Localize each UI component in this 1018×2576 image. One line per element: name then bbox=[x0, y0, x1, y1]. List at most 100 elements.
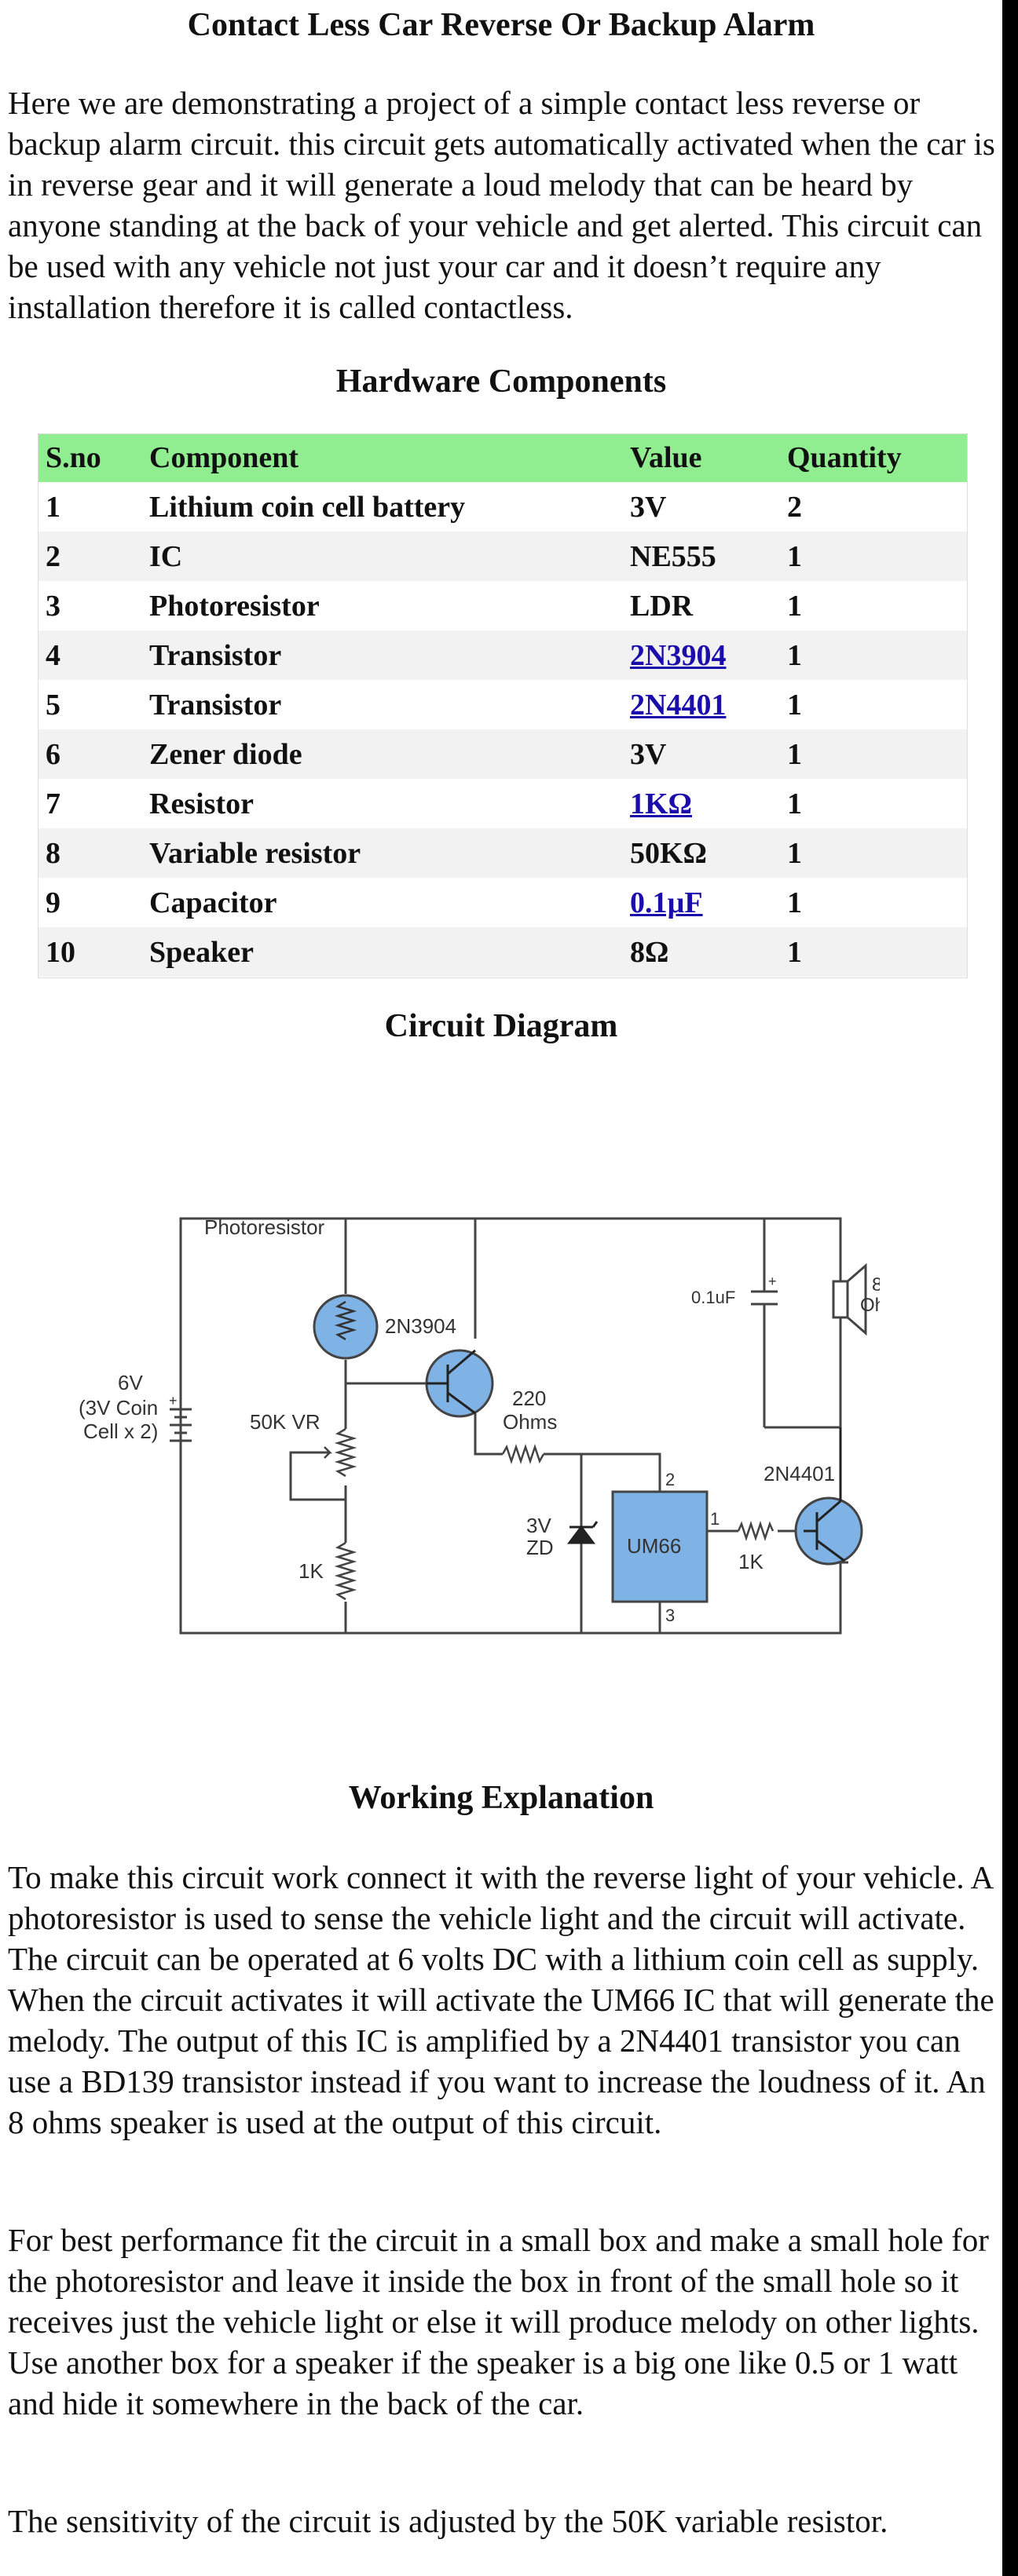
label-ic-um66: UM66 bbox=[627, 1534, 681, 1558]
cell-qty: 1 bbox=[779, 927, 968, 977]
ic-um66-symbol bbox=[611, 1490, 709, 1603]
link-2n3904[interactable]: 2N3904 bbox=[630, 638, 727, 672]
label-pin-3: 3 bbox=[665, 1606, 675, 1625]
cell-value: 3V bbox=[622, 729, 779, 779]
label-speaker-value: 8 bbox=[872, 1274, 880, 1295]
cell-value: 0.1µF bbox=[622, 878, 779, 927]
working-paragraph-1: To make this circuit work connect it wit… bbox=[8, 1859, 994, 2140]
cell-qty: 1 bbox=[779, 779, 968, 828]
page-title: Contact Less Car Reverse Or Backup Alarm bbox=[187, 7, 815, 43]
cell-qty: 2 bbox=[779, 482, 968, 532]
transistor-q2-symbol bbox=[794, 1496, 863, 1566]
transistor-q1-leads bbox=[427, 1349, 476, 1415]
cell-sno: 1 bbox=[38, 482, 141, 532]
cell-qty: 1 bbox=[779, 630, 968, 680]
label-resistor-220-unit: Ohms bbox=[503, 1410, 557, 1434]
cell-qty: 1 bbox=[779, 878, 968, 927]
cell-component: Variable resistor bbox=[141, 828, 622, 878]
col-header-sno: S.no bbox=[38, 433, 141, 482]
cell-component: Lithium coin cell battery bbox=[141, 482, 622, 532]
label-battery-coin: (3V Coin bbox=[79, 1396, 158, 1420]
label-resistor-1k-right: 1K bbox=[738, 1550, 764, 1573]
cell-sno: 6 bbox=[38, 729, 141, 779]
cell-sno: 10 bbox=[38, 927, 141, 977]
battery-symbol bbox=[170, 1382, 192, 1468]
speaker-symbol bbox=[832, 1262, 867, 1336]
label-transistor-q2: 2N4401 bbox=[764, 1462, 835, 1485]
cell-value: 8Ω bbox=[622, 927, 779, 977]
cell-sno: 5 bbox=[38, 680, 141, 729]
col-header-component: Component bbox=[141, 433, 622, 482]
zener-diode-symbol bbox=[567, 1521, 599, 1544]
label-battery-6v: 6V bbox=[118, 1371, 143, 1394]
hardware-heading: Hardware Components bbox=[335, 364, 667, 400]
label-capacitor: 0.1uF bbox=[691, 1288, 735, 1307]
intro-paragraph: Here we are demonstrating a project of a… bbox=[8, 85, 995, 325]
cell-component: Photoresistor bbox=[141, 581, 622, 630]
cell-sno: 4 bbox=[38, 630, 141, 680]
table-row: 8 Variable resistor 50KΩ 1 bbox=[38, 828, 968, 878]
cell-sno: 7 bbox=[38, 779, 141, 828]
cell-component: Transistor bbox=[141, 630, 622, 680]
label-transistor-q1: 2N3904 bbox=[385, 1314, 456, 1338]
cell-sno: 2 bbox=[38, 532, 141, 581]
cell-value: 2N3904 bbox=[622, 630, 779, 680]
working-heading: Working Explanation bbox=[348, 1780, 654, 1816]
link-capacitor[interactable]: 0.1µF bbox=[630, 886, 703, 919]
label-zener-voltage: 3V bbox=[526, 1514, 551, 1537]
table-row: 6 Zener diode 3V 1 bbox=[38, 729, 968, 779]
working-paragraph-3: The sensitivity of the circuit is adjust… bbox=[8, 2503, 888, 2539]
cell-value: LDR bbox=[622, 581, 779, 630]
label-battery-cells: Cell x 2) bbox=[83, 1420, 158, 1443]
working-paragraph-2: For best performance fit the circuit in … bbox=[8, 2222, 989, 2421]
table-row: 1 Lithium coin cell battery 3V 2 bbox=[38, 482, 968, 532]
circuit-diagram: + 6V (3V Coin Cell x 2) Photoresistor 50… bbox=[79, 1215, 880, 1635]
capacitor-symbol bbox=[751, 1290, 778, 1306]
circuit-heading: Circuit Diagram bbox=[384, 1008, 618, 1044]
vr-wiper-arrow bbox=[318, 1446, 333, 1459]
circuit-wires bbox=[179, 1217, 848, 1635]
table-row: 4 Transistor 2N3904 1 bbox=[38, 630, 968, 680]
label-photoresistor: Photoresistor bbox=[204, 1215, 325, 1239]
label-resistor-1k-left: 1K bbox=[298, 1559, 324, 1583]
cell-value: 2N4401 bbox=[622, 680, 779, 729]
table-row: 9 Capacitor 0.1µF 1 bbox=[38, 878, 968, 927]
label-variable-resistor: 50K VR bbox=[250, 1410, 320, 1434]
link-1k-resistor[interactable]: 1KΩ bbox=[630, 787, 692, 820]
link-2n4401[interactable]: 2N4401 bbox=[630, 688, 727, 722]
table-row: 10 Speaker 8Ω 1 bbox=[38, 927, 968, 977]
cell-value: 50KΩ bbox=[622, 828, 779, 878]
table-row: 2 IC NE555 1 bbox=[38, 532, 968, 581]
table-row: 7 Resistor 1KΩ 1 bbox=[38, 779, 968, 828]
cell-value: NE555 bbox=[622, 532, 779, 581]
label-pin-1: 1 bbox=[710, 1509, 720, 1529]
label-zener-type: ZD bbox=[526, 1536, 554, 1559]
cell-qty: 1 bbox=[779, 828, 968, 878]
capacitor-plus: + bbox=[768, 1273, 777, 1289]
cell-component: Speaker bbox=[141, 927, 622, 977]
cell-value: 1KΩ bbox=[622, 779, 779, 828]
col-header-value: Value bbox=[622, 433, 779, 482]
scrollbar[interactable] bbox=[1002, 0, 1018, 2576]
cell-sno: 8 bbox=[38, 828, 141, 878]
cell-value: 3V bbox=[622, 482, 779, 532]
resistor-1k-right-symbol bbox=[737, 1521, 774, 1541]
cell-component: Capacitor bbox=[141, 878, 622, 927]
table-row: 3 Photoresistor LDR 1 bbox=[38, 581, 968, 630]
cell-component: Resistor bbox=[141, 779, 622, 828]
cell-sno: 3 bbox=[38, 581, 141, 630]
cell-component: IC bbox=[141, 532, 622, 581]
table-header-row: S.no Component Value Quantity bbox=[38, 433, 968, 482]
resistor-220-symbol bbox=[501, 1444, 545, 1464]
cell-sno: 9 bbox=[38, 878, 141, 927]
cell-qty: 1 bbox=[779, 581, 968, 630]
cell-qty: 1 bbox=[779, 729, 968, 779]
photoresistor-zigzag bbox=[334, 1300, 357, 1341]
label-pin-2: 2 bbox=[665, 1470, 675, 1489]
resistor-1k-left-symbol bbox=[334, 1541, 357, 1601]
label-speaker-unit: Ohms bbox=[860, 1295, 880, 1316]
variable-resistor-symbol bbox=[334, 1427, 357, 1478]
cell-qty: 1 bbox=[779, 680, 968, 729]
cell-component: Zener diode bbox=[141, 729, 622, 779]
